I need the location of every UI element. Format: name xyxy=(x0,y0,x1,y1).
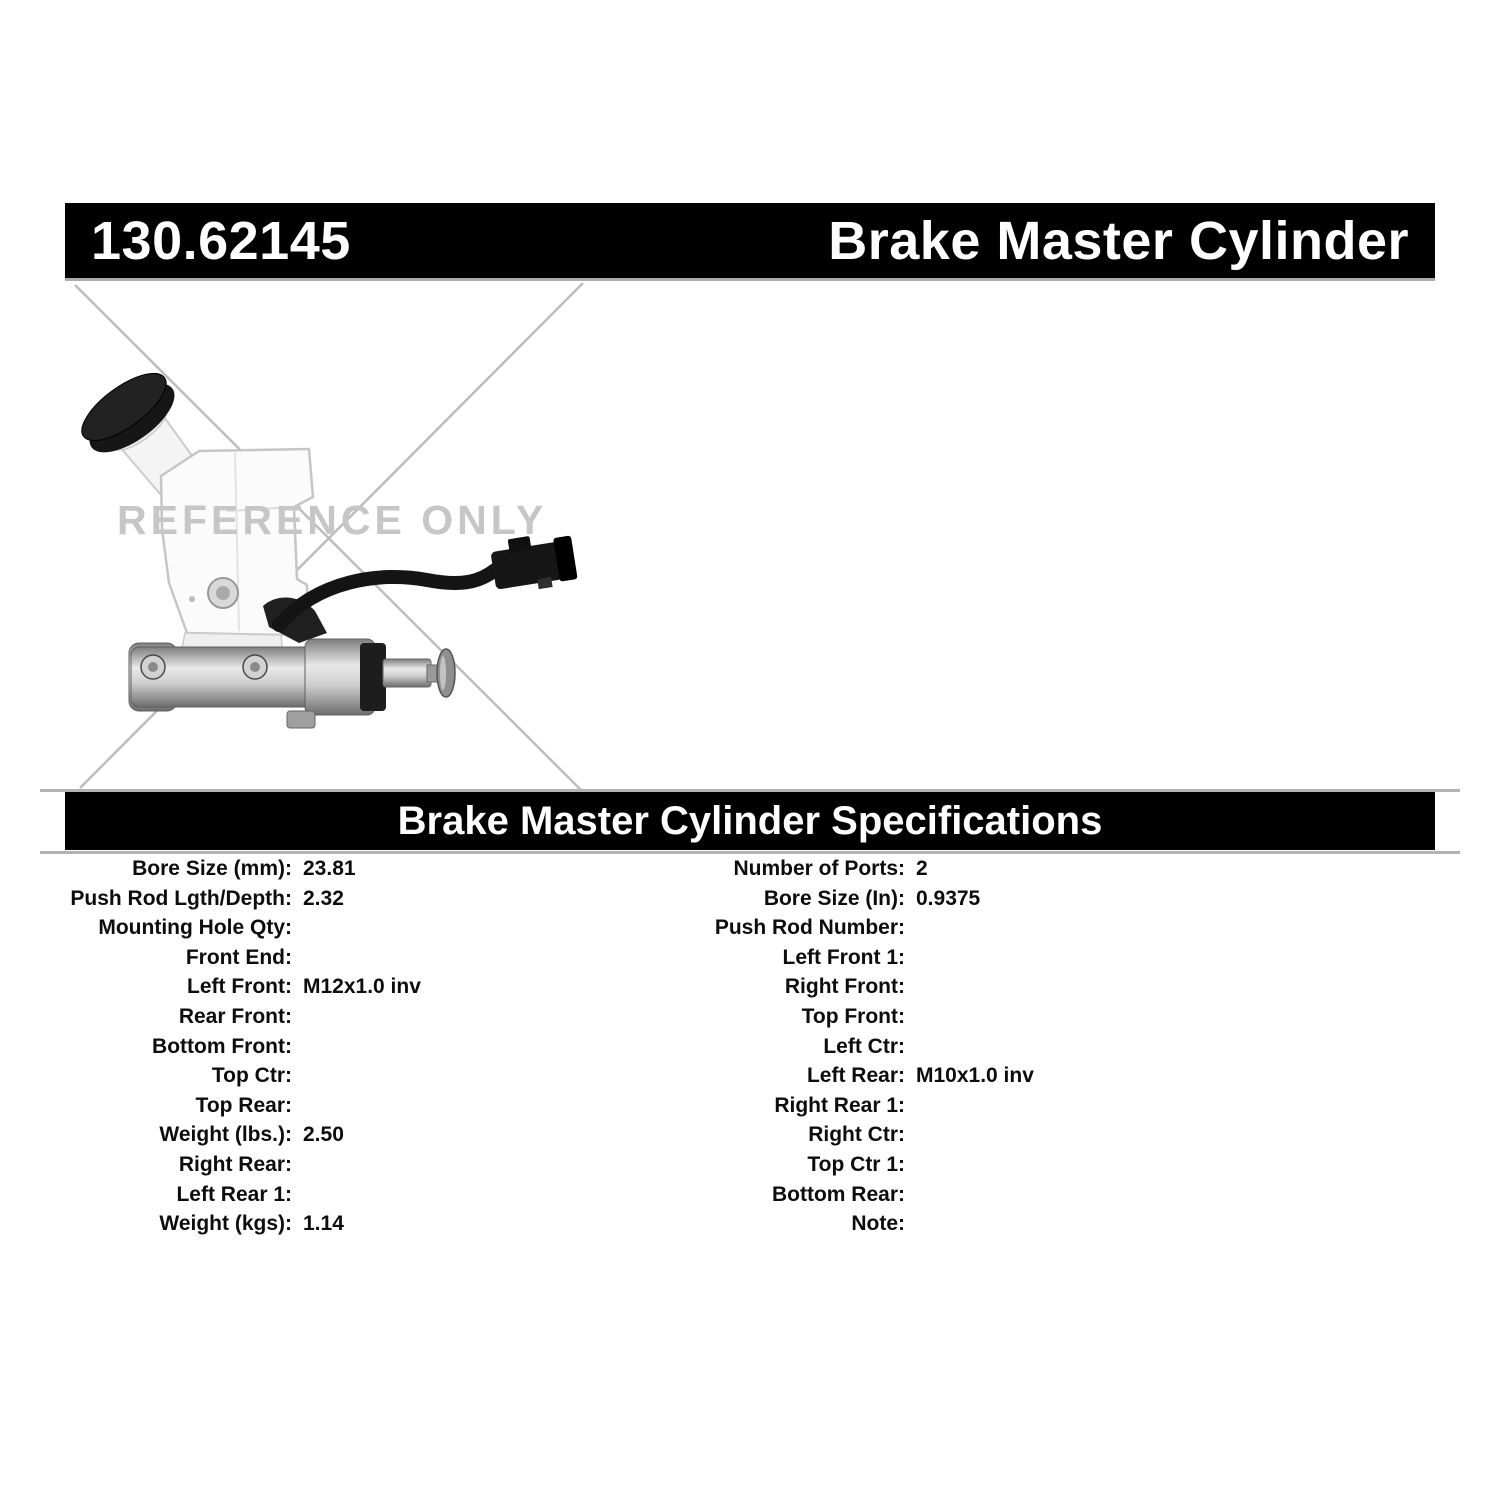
spec-row: Left Front: M12x1.0 inv xyxy=(65,972,421,1002)
part-number: 130.62145 xyxy=(91,210,351,271)
spec-row: Top Ctr: xyxy=(65,1061,421,1091)
spec-label: Bottom Front: xyxy=(152,1034,292,1058)
spec-value xyxy=(905,1150,916,1180)
spec-label: Left Front 1: xyxy=(782,945,905,969)
spec-value: 1.14 xyxy=(303,1212,344,1236)
spec-label: Top Front: xyxy=(801,1004,905,1028)
spec-value: M10x1.0 inv xyxy=(916,1064,1034,1088)
spec-value: 0.9375 xyxy=(916,886,981,910)
spec-label: Mounting Hole Qty: xyxy=(98,916,292,940)
spec-label: Push Rod Lgth/Depth: xyxy=(70,886,292,910)
spec-row: Left Rear: M10x1.0 inv xyxy=(640,1061,1034,1091)
spec-label: Right Rear: xyxy=(178,1152,292,1176)
spec-value xyxy=(292,1180,303,1210)
spec-label: Right Ctr: xyxy=(808,1123,905,1147)
spec-row: Front End: xyxy=(65,943,421,973)
spec-label: Left Rear: xyxy=(806,1064,905,1088)
spec-value xyxy=(292,1150,303,1180)
spec-label: Bore Size (In): xyxy=(763,886,905,910)
spec-label: Left Ctr: xyxy=(823,1034,905,1058)
spec-label: Number of Ports: xyxy=(733,857,905,880)
spec-row: Right Front: xyxy=(640,972,1034,1002)
cylinder-body xyxy=(128,638,432,729)
divider-line-top xyxy=(40,789,1460,792)
spec-value xyxy=(292,913,303,943)
spec-value xyxy=(905,1209,916,1239)
spec-label: Top Ctr 1: xyxy=(807,1152,905,1176)
spec-value: 2.50 xyxy=(303,1123,344,1147)
spec-label: Note: xyxy=(851,1212,905,1236)
spec-value: 2.32 xyxy=(303,886,344,910)
hose-connector xyxy=(491,535,578,590)
spec-value xyxy=(905,1091,916,1121)
spec-value xyxy=(905,1002,916,1032)
spec-value xyxy=(292,1061,303,1091)
spec-label: Right Front: xyxy=(784,975,905,999)
spec-label: Bore Size (mm): xyxy=(132,857,292,880)
spec-value: M12x1.0 inv xyxy=(303,975,421,999)
spec-row: Number of Ports: 2 xyxy=(640,854,1034,884)
specs-header-bar: Brake Master Cylinder Specifications xyxy=(65,792,1435,850)
spec-row: Top Ctr 1: xyxy=(640,1150,1034,1180)
spec-value: 23.81 xyxy=(303,857,356,880)
spec-row: Right Rear: xyxy=(65,1150,421,1180)
spec-value xyxy=(292,943,303,973)
spec-row: Right Rear 1: xyxy=(640,1091,1034,1121)
spec-row: Left Ctr: xyxy=(640,1032,1034,1062)
header-bar: 130.62145 Brake Master Cylinder xyxy=(65,203,1435,281)
spec-value xyxy=(292,1002,303,1032)
spec-row: Push Rod Lgth/Depth: 2.32 xyxy=(65,884,421,914)
spec-row: Bore Size (In): 0.9375 xyxy=(640,884,1034,914)
spec-row: Mounting Hole Qty: xyxy=(65,913,421,943)
spec-label: Rear Front: xyxy=(178,1004,292,1028)
spec-label: Right Rear 1: xyxy=(774,1093,905,1117)
brake-master-cylinder-photo xyxy=(74,282,584,791)
spec-row: Bottom Rear: xyxy=(640,1180,1034,1210)
spec-label: Left Rear 1: xyxy=(176,1182,292,1206)
spec-row: Weight (lbs.): 2.50 xyxy=(65,1120,421,1150)
push-rod xyxy=(426,648,456,698)
spec-value xyxy=(905,1032,916,1062)
spec-value xyxy=(905,913,916,943)
reservoir-cap xyxy=(81,372,195,497)
spec-row: Push Rod Number: xyxy=(640,913,1034,943)
spec-row: Weight (kgs): 1.14 xyxy=(65,1209,421,1239)
spec-label: Weight (kgs): xyxy=(159,1212,292,1236)
spec-row: Note: xyxy=(640,1209,1034,1239)
spec-value: 2 xyxy=(916,857,928,880)
specs-title: Brake Master Cylinder Specifications xyxy=(397,798,1103,843)
spec-value xyxy=(292,1091,303,1121)
spec-value xyxy=(905,1180,916,1210)
spec-label: Push Rod Number: xyxy=(714,916,905,940)
spec-value xyxy=(905,972,916,1002)
spec-label: Top Ctr: xyxy=(211,1064,292,1088)
spec-value xyxy=(905,1120,916,1150)
spec-label: Weight (lbs.): xyxy=(159,1123,292,1147)
spec-row: Rear Front: xyxy=(65,1002,421,1032)
spec-row: Bore Size (mm): 23.81 xyxy=(65,854,421,884)
spec-row: Top Rear: xyxy=(65,1091,421,1121)
spec-label: Bottom Rear: xyxy=(771,1182,905,1206)
page-title: Brake Master Cylinder xyxy=(828,210,1409,271)
spec-label: Left Front: xyxy=(187,975,292,999)
brake-hose xyxy=(272,563,502,632)
spec-row: Left Front 1: xyxy=(640,943,1034,973)
spec-row: Right Ctr: xyxy=(640,1120,1034,1150)
spec-label: Front End: xyxy=(185,945,292,969)
spec-label: Top Rear: xyxy=(195,1093,292,1117)
spec-row: Left Rear 1: xyxy=(65,1180,421,1210)
spec-row: Bottom Front: xyxy=(65,1032,421,1062)
spec-value xyxy=(292,1032,303,1062)
spec-value xyxy=(905,943,916,973)
watermark-text: REFERENCE ONLY xyxy=(117,497,548,543)
spec-row: Top Front: xyxy=(640,1002,1034,1032)
divider-line-bottom xyxy=(40,851,1460,854)
